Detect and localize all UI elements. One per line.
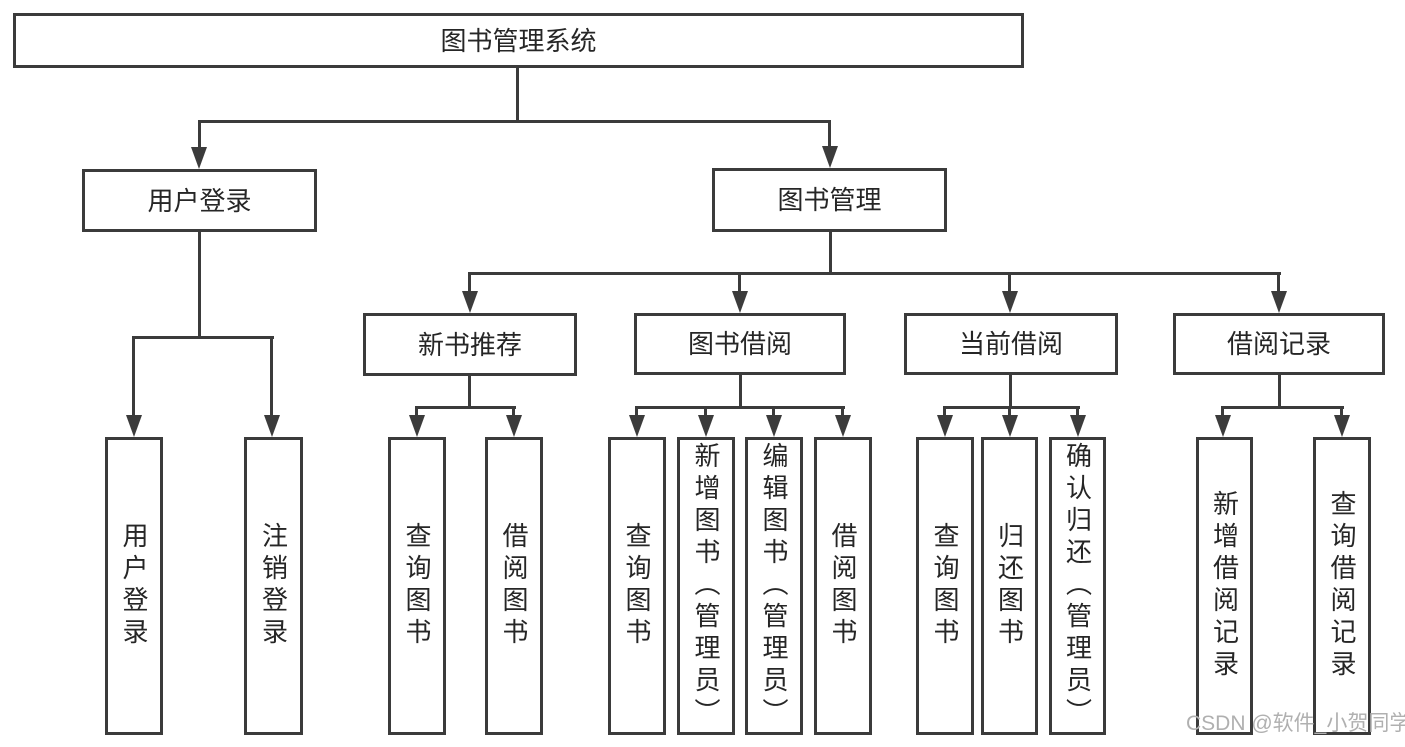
node-bb-borrow-books: 借阅图书	[814, 437, 872, 735]
node-br-query-borrow-record-label: 查询借阅记录	[1327, 490, 1357, 682]
connector-shaft-new-book-rec	[468, 272, 471, 292]
connector-shaft-cb-confirm	[1076, 406, 1079, 416]
arrow-into-bb-borrow	[835, 415, 851, 437]
node-book-borrow-label: 图书借阅	[687, 329, 792, 359]
node-borrow-records-label: 借阅记录	[1226, 329, 1331, 359]
arrow-into-bb-edit	[766, 415, 782, 437]
connector-book-mgmt-split	[469, 272, 1281, 275]
connector-new-book-rec-drop	[468, 376, 471, 407]
node-current-borrow: 当前借阅	[904, 313, 1118, 375]
arrow-into-current-borrow	[1002, 291, 1018, 313]
connector-shaft-ul-user-login	[132, 336, 135, 416]
arrow-into-nb-query	[409, 415, 425, 437]
connector-shaft-bb-borrow	[841, 406, 844, 416]
node-new-book-rec-label: 新书推荐	[417, 329, 522, 360]
connector-book-borrow-split	[636, 406, 845, 409]
connector-shaft-ul-logout	[270, 336, 273, 416]
arrow-into-bb-query	[629, 415, 645, 437]
connector-user-login-drop	[198, 232, 201, 337]
connector-root-split	[198, 120, 831, 123]
arrow-into-book-mgmt	[822, 146, 838, 168]
connector-book-borrow-drop	[739, 375, 742, 407]
connector-shaft-nb-query	[415, 406, 418, 416]
connector-shaft-br-add	[1221, 406, 1224, 416]
arrow-into-user-login	[191, 147, 207, 169]
node-bb-edit-books-admin-label: 编辑图书（管理员）	[759, 442, 789, 730]
node-cb-confirm-return-admin: 确认归还（管理员）	[1049, 437, 1106, 735]
node-new-book-rec: 新书推荐	[363, 313, 577, 376]
connector-root-drop	[516, 68, 519, 121]
node-cb-query-books-label: 查询图书	[930, 522, 960, 650]
arrow-into-cb-confirm	[1070, 415, 1086, 437]
connector-book-mgmt-drop	[829, 232, 832, 273]
node-root: 图书管理系统	[13, 13, 1024, 68]
arrow-into-book-borrow	[732, 291, 748, 313]
connector-shaft-bb-add	[704, 406, 707, 416]
node-bb-add-books-admin-label: 新增图书（管理员）	[691, 442, 721, 730]
node-br-add-borrow-record: 新增借阅记录	[1196, 437, 1253, 735]
connector-shaft-current-borrow	[1008, 272, 1011, 292]
connector-shaft-bb-edit	[772, 406, 775, 416]
connector-borrow-records-split	[1222, 406, 1344, 409]
node-ul-user-login: 用户登录	[105, 437, 163, 735]
arrow-into-cb-return	[1002, 415, 1018, 437]
connector-shaft-book-borrow	[738, 272, 741, 292]
node-nb-borrow-books-label: 借阅图书	[499, 522, 529, 650]
node-cb-query-books: 查询图书	[916, 437, 974, 735]
arrow-into-ul-user-login	[126, 415, 142, 437]
node-user-login-label: 用户登录	[147, 185, 252, 216]
node-borrow-records: 借阅记录	[1173, 313, 1385, 375]
node-book-mgmt-label: 图书管理	[777, 185, 882, 215]
node-cb-return-books-label: 归还图书	[994, 522, 1025, 650]
connector-shaft-cb-query	[943, 406, 946, 416]
connector-borrow-records-drop	[1278, 375, 1281, 407]
arrow-into-br-query	[1334, 415, 1350, 437]
node-bb-query-books: 查询图书	[608, 437, 666, 735]
node-root-label: 图书管理系统	[440, 25, 597, 56]
node-ul-logout: 注销登录	[244, 437, 303, 735]
connector-current-borrow-split	[944, 406, 1080, 409]
connector-new-book-rec-split	[416, 406, 516, 409]
arrow-into-bb-add	[698, 415, 714, 437]
node-ul-user-login-label: 用户登录	[119, 522, 149, 650]
arrow-into-br-add	[1215, 415, 1231, 437]
node-current-borrow-label: 当前借阅	[958, 329, 1063, 359]
node-nb-borrow-books: 借阅图书	[485, 437, 543, 735]
connector-shaft-borrow-records	[1277, 272, 1280, 292]
connector-shaft-nb-borrow	[512, 406, 515, 416]
connector-user-login-split	[133, 336, 274, 339]
arrow-into-nb-borrow	[506, 415, 522, 437]
node-br-query-borrow-record: 查询借阅记录	[1313, 437, 1371, 735]
arrow-into-borrow-records	[1271, 291, 1287, 313]
connector-shaft-cb-return	[1008, 406, 1011, 416]
connector-shaft-br-query	[1340, 406, 1343, 416]
arrow-into-new-book-rec	[462, 291, 478, 313]
node-bb-borrow-books-label: 借阅图书	[828, 522, 858, 650]
node-bb-add-books-admin: 新增图书（管理员）	[677, 437, 735, 735]
node-bb-edit-books-admin: 编辑图书（管理员）	[745, 437, 803, 735]
node-nb-query-books: 查询图书	[388, 437, 446, 735]
connector-shaft-book-mgmt	[828, 120, 831, 147]
connector-shaft-user-login	[198, 120, 201, 148]
connector-shaft-bb-query	[635, 406, 638, 416]
node-book-borrow: 图书借阅	[634, 313, 846, 375]
node-cb-confirm-return-admin-label: 确认归还（管理员）	[1062, 442, 1093, 730]
csdn-watermark: CSDN @软件_小贺同学	[1186, 712, 1405, 735]
node-bb-query-books-label: 查询图书	[622, 522, 652, 650]
node-cb-return-books: 归还图书	[981, 437, 1038, 735]
node-book-mgmt: 图书管理	[712, 168, 947, 232]
connector-current-borrow-drop	[1009, 375, 1012, 407]
node-nb-query-books-label: 查询图书	[402, 522, 432, 650]
arrow-into-ul-logout	[264, 415, 280, 437]
arrow-into-cb-query	[937, 415, 953, 437]
node-ul-logout-label: 注销登录	[258, 522, 289, 650]
node-br-add-borrow-record-label: 新增借阅记录	[1209, 490, 1240, 682]
node-user-login: 用户登录	[82, 169, 317, 232]
